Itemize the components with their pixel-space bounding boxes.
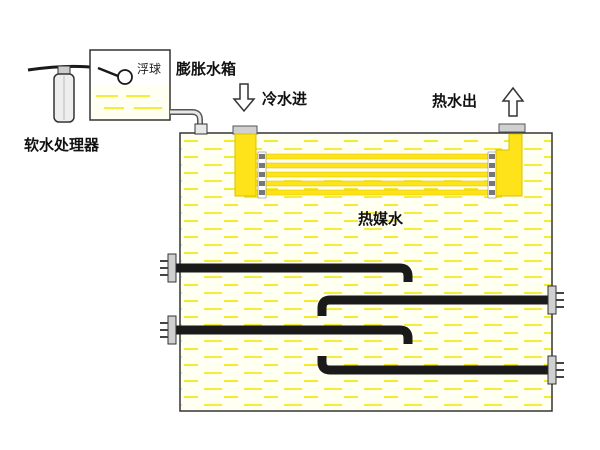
arrow-up-icon (501, 86, 525, 117)
outlet-flange (498, 123, 526, 133)
inlet-header (234, 133, 257, 197)
softener-label: 软水处理器 (24, 136, 100, 154)
float-ball-icon (117, 69, 133, 85)
hot-water-outlet-label: 热水出 (432, 92, 477, 110)
heat-medium-water-label: 热媒水 (358, 210, 404, 228)
expansion-connector-pipe (170, 109, 208, 135)
inlet-flange (232, 125, 258, 135)
expansion-tank-label: 膨胀水箱 (176, 60, 236, 78)
heating-element-4 (317, 355, 564, 385)
heat-exchanger (232, 123, 526, 199)
cold-water-inlet-label: 冷水进 (262, 90, 307, 108)
heating-element-1 (160, 253, 413, 283)
float-arm (97, 66, 119, 78)
softener-unit (27, 64, 99, 123)
arrow-down-icon (232, 83, 256, 113)
outlet-header (495, 133, 523, 197)
expansion-tank: 浮球 (89, 49, 171, 121)
tube-sheet-left (257, 151, 267, 199)
float-label: 浮球 (137, 62, 161, 76)
heating-element-2 (317, 285, 564, 316)
heating-element-3 (160, 315, 413, 345)
tube-sheet-right (487, 151, 497, 199)
softener-cap (57, 65, 71, 75)
